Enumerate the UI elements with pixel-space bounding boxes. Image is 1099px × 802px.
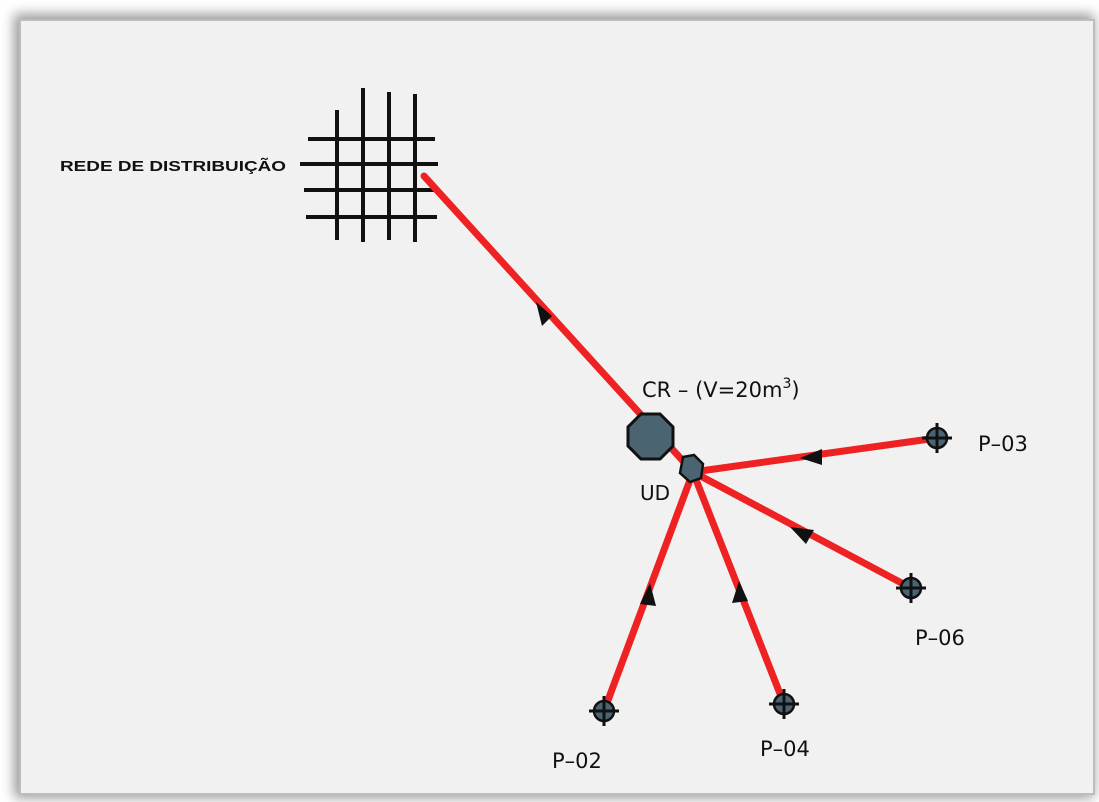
well-p06: P–06 <box>896 573 965 650</box>
well-label-p04: P–04 <box>760 737 810 761</box>
flow-arrows <box>536 302 822 606</box>
network-label: REDE DE DISTRIBUIÇÃO <box>60 157 286 175</box>
flow-arrow-icon <box>732 581 748 603</box>
reservoir-label-exponent: 3 <box>782 376 791 392</box>
flow-arrow-icon <box>790 527 814 544</box>
crosshair-well-icon <box>589 696 619 726</box>
well-label-p06: P–06 <box>915 626 965 650</box>
well-label-p02: P–02 <box>552 749 602 773</box>
treatment-unit-label: UD <box>640 481 670 505</box>
paper-background <box>19 19 1095 795</box>
flow-arrow-icon <box>640 583 656 606</box>
reservoir-label-suffix: ) <box>791 378 799 402</box>
octagon-reservoir-icon <box>626 412 675 461</box>
reservoir-label-prefix: CR – (V=20m <box>642 378 782 402</box>
reservoir-label: CR – (V=20m3) <box>642 376 800 402</box>
well-p02: P–02 <box>552 696 619 773</box>
crosshair-well-icon <box>922 423 952 453</box>
well-p03: P–03 <box>922 423 1028 456</box>
distribution-grid-icon <box>300 88 438 242</box>
crosshair-well-icon <box>769 689 799 719</box>
well-p04: P–04 <box>760 689 810 761</box>
flow-arrow-icon <box>800 449 822 465</box>
well-label-p03: P–03 <box>978 432 1028 456</box>
hexagon-unit-icon <box>678 453 705 484</box>
crosshair-well-icon <box>896 573 926 603</box>
flow-arrow-icon <box>536 302 552 326</box>
